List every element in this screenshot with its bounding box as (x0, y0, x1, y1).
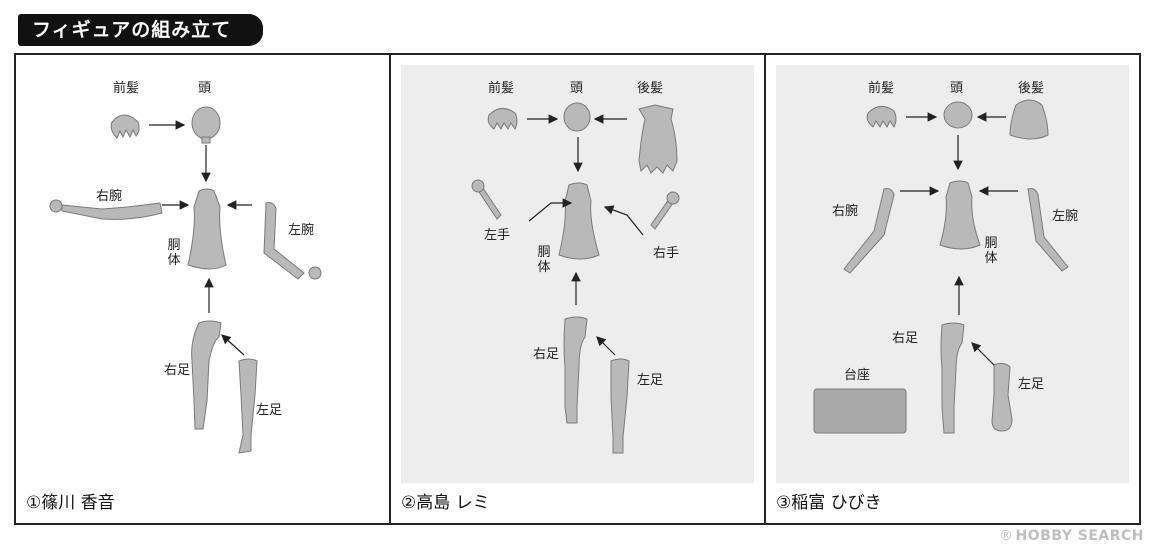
panel-divider (389, 55, 391, 523)
panel-hibiki: 前髪 頭 後髪 右腕 左腕 胴体 右足 左足 台座 ③稲富 ひびき (766, 55, 1139, 523)
panel-divider (764, 55, 766, 523)
watermark-text: HOBBY SEARCH (1015, 528, 1144, 544)
watermark: ®HOBBY SEARCH (999, 528, 1144, 544)
assembly-diagram-frame: 前髪 頭 右腕 左腕 胴体 右足 左足 ①篠川 香音 (14, 53, 1141, 525)
left-arm-part (263, 202, 305, 280)
label-back-hair: 後髪 (1018, 81, 1045, 96)
figure-name: ①篠川 香音 (26, 493, 115, 513)
label-right-hand: 右手 (653, 246, 680, 261)
front-hair-part (487, 108, 518, 130)
left-leg-part (610, 358, 630, 454)
label-front-hair: 前髪 (868, 81, 895, 96)
label-torso: 胴体 (984, 236, 998, 266)
label-head: 頭 (950, 81, 964, 96)
head-part (563, 102, 591, 132)
figure-name: ③稲富 ひびき (776, 493, 882, 513)
label-head: 頭 (570, 81, 584, 96)
torso-part (187, 188, 227, 270)
label-torso: 胴体 (537, 245, 551, 275)
head-part (943, 101, 973, 129)
back-hair-part (638, 104, 678, 174)
panel-kanon: 前髪 頭 右腕 左腕 胴体 右足 左足 ①篠川 香音 (16, 55, 389, 523)
label-back-hair: 後髪 (637, 81, 664, 96)
label-base: 台座 (844, 368, 871, 383)
figure-name: ②高島 レミ (401, 493, 490, 513)
head-part (191, 106, 221, 140)
torso-part (558, 182, 600, 260)
registered-mark-icon: ® (999, 528, 1014, 544)
label-head: 頭 (198, 81, 212, 96)
label-left-arm: 左腕 (1052, 209, 1079, 224)
label-right-arm: 右腕 (96, 189, 123, 204)
torso-part (939, 180, 981, 250)
right-leg-part (940, 322, 965, 434)
display-base-part (813, 388, 907, 434)
front-hair-part (866, 106, 897, 128)
label-right-arm: 右腕 (832, 204, 859, 219)
left-leg-part (991, 362, 1013, 432)
label-front-hair: 前髪 (113, 81, 140, 96)
panel-2-illustration (471, 102, 680, 454)
panel-1-illustration (49, 106, 322, 454)
label-right-leg: 右足 (164, 363, 191, 378)
label-right-leg: 右足 (533, 347, 560, 362)
label-left-leg: 左足 (637, 373, 664, 388)
neck-part (201, 136, 211, 144)
section-title: フィギュアの組み立て (18, 14, 263, 46)
label-torso: 胴体 (167, 238, 181, 268)
label-left-hand: 左手 (484, 228, 511, 243)
front-hair-part (110, 114, 140, 139)
left-leg-part (238, 358, 258, 454)
label-left-arm: 左腕 (288, 223, 315, 238)
label-right-leg: 右足 (892, 331, 919, 346)
right-arm-part (61, 202, 163, 220)
back-hair-part (1009, 99, 1049, 140)
label-left-leg: 左足 (1018, 377, 1045, 392)
label-front-hair: 前髪 (488, 81, 515, 96)
right-leg-part (191, 320, 222, 430)
panel-remi: 前髪 頭 後髪 左手 右手 胴体 右足 左足 ②高島 レミ (391, 55, 764, 523)
right-leg-part (563, 316, 588, 424)
label-left-leg: 左足 (256, 403, 283, 418)
panel-3-illustration (813, 99, 1069, 434)
left-arm-part (1027, 188, 1069, 272)
right-arm-part (843, 188, 895, 274)
